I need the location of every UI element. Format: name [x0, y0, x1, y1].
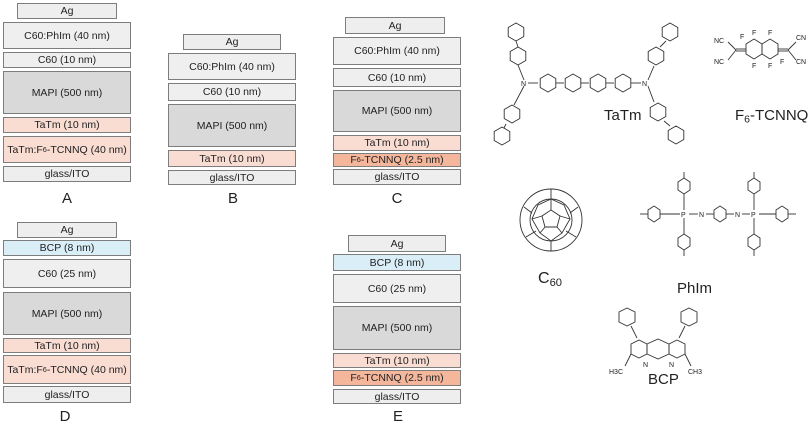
panel-label-a: A [61, 190, 72, 207]
layer-mapi: MAPI (500 nm) [3, 292, 131, 335]
layer-text-suffix: -TCNNQ (40 nm) [46, 363, 127, 376]
layer-bcp: BCP (8 nm) [333, 254, 461, 271]
layer-c60-phim: C60:PhIm (40 nm) [168, 53, 296, 80]
atom-nc-1: NC [714, 38, 724, 45]
layer-c60: C60 (25 nm) [333, 274, 461, 303]
layer-tatm: TaTm (10 nm) [3, 338, 131, 353]
atom-f-2: F [768, 30, 772, 37]
atom-cn-1: CN [796, 35, 806, 42]
atom-f-1: F [752, 30, 756, 37]
layer-c60: C60 (10 nm) [3, 52, 131, 68]
layer-bcp: BCP (8 nm) [3, 240, 131, 256]
f6tcnnq-label: F6-TCNNQ [735, 107, 808, 126]
c60-sub: 60 [549, 276, 563, 289]
layer-tatm: TaTm (10 nm) [168, 150, 296, 167]
atom-p-1: P [681, 212, 686, 219]
phim-label: PhIm [677, 280, 713, 297]
layer-ag: Ag [17, 3, 117, 19]
layer-text-suffix: -TCNNQ (40 nm) [46, 143, 127, 156]
tatm-label: TaTm [604, 107, 642, 124]
layer-glass-ito: glass/ITO [333, 389, 461, 404]
f6tcnnq-suffix: -TCNNQ [750, 107, 808, 124]
c60-label: C60 [538, 270, 562, 288]
layer-glass-ito: glass/ITO [333, 169, 461, 185]
layer-glass-ito: glass/ITO [168, 170, 296, 185]
phim-structure-icon: P N N P [640, 172, 796, 256]
f6tcnnq-sub: 6 [744, 113, 751, 126]
layer-c60-phim: C60:PhIm (40 nm) [333, 37, 461, 65]
svg-text:N: N [521, 81, 526, 88]
atom-n-1: N [699, 212, 704, 219]
layer-text-prefix: F [350, 154, 357, 166]
layer-ag: Ag [183, 34, 281, 50]
atom-cn-2: CN [796, 59, 806, 66]
layer-text-suffix: -TCNNQ (2.5 nm) [360, 372, 444, 384]
layer-ag: Ag [17, 222, 117, 238]
layer-text-suffix: -TCNNQ (2.5 nm) [360, 154, 444, 166]
layer-tatm: TaTm (10 nm) [333, 135, 461, 151]
layer-c60: C60 (10 nm) [333, 68, 461, 87]
svg-text:N: N [642, 81, 647, 88]
layer-c60: C60 (10 nm) [168, 83, 296, 101]
atom-p-2: P [751, 212, 756, 219]
layer-tatm: TaTm (10 nm) [333, 353, 461, 368]
layer-glass-ito: glass/ITO [3, 166, 131, 182]
atom-ch3: CH3 [688, 369, 702, 376]
layer-text-prefix: TaTm:F [7, 363, 43, 376]
layer-text-prefix: TaTm:F [7, 143, 43, 156]
atom-n-2: N [735, 212, 740, 219]
atom-f-4: F [768, 63, 772, 70]
panel-label-d: D [59, 408, 71, 425]
atom-nc-2: NC [714, 59, 724, 66]
tatm-structure-icon: N N [493, 22, 685, 146]
layer-text-prefix: F [350, 372, 357, 384]
c60-structure-icon [519, 188, 583, 252]
layer-glass-ito: glass/ITO [3, 386, 131, 403]
panel-label-c: C [391, 190, 403, 207]
atom-n-1: N [643, 362, 648, 369]
layer-tatm: TaTm (10 nm) [3, 117, 131, 133]
bcp-structure-icon: N N H3C CH3 [609, 307, 702, 376]
atom-f-3: F [752, 63, 756, 70]
panel-label-e: E [392, 408, 403, 425]
atom-h3c: H3C [609, 369, 623, 376]
c60-prefix: C [538, 270, 550, 287]
layer-ag: Ag [348, 235, 446, 252]
atom-f-6: F [780, 59, 784, 66]
f6tcnnq-structure-icon: F F F F F F NC NC CN CN [714, 30, 806, 70]
layer-mapi: MAPI (500 nm) [333, 90, 461, 132]
atom-f-5: F [740, 34, 744, 41]
layer-c60: C60 (25 nm) [3, 259, 131, 288]
panel-label-b: B [227, 190, 238, 207]
layer-c60-phim: C60:PhIm (40 nm) [3, 22, 131, 49]
layer-ag: Ag [345, 17, 445, 34]
layer-mapi: MAPI (500 nm) [168, 104, 296, 147]
bcp-label: BCP [648, 371, 679, 388]
f6tcnnq-prefix: F [735, 107, 745, 124]
atom-n-2: N [669, 362, 674, 369]
layer-mapi: MAPI (500 nm) [3, 71, 131, 114]
layer-mapi: MAPI (500 nm) [333, 306, 461, 350]
